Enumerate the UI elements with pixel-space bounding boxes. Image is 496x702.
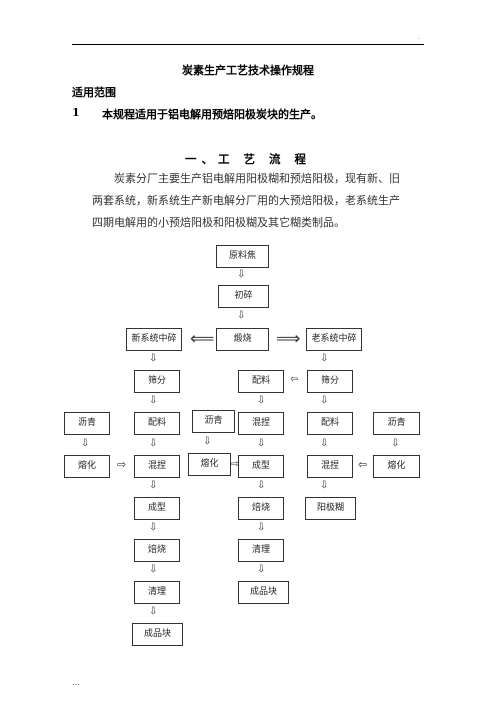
box-mid-bake: 焙烧 <box>238 497 284 520</box>
clause-text: 本规程适用于铝电解用预焙阳极炭块的生产。 <box>102 108 322 121</box>
header-rule <box>72 44 424 45</box>
arrow-down-icon: ⇩ <box>391 438 400 449</box>
box-old-system-crush: 老系统中碎 <box>306 328 362 351</box>
box-mid-pitch: 沥青 <box>192 410 235 433</box>
box-new-system-crush: 新系统中碎 <box>126 328 182 351</box>
box-new-product: 成品块 <box>132 623 183 646</box>
box-raw-coke: 原料焦 <box>216 245 269 268</box>
box-new-pitch: 沥青 <box>64 412 110 435</box>
box-new-sieve: 筛分 <box>134 370 180 393</box>
document-title: 炭素生产工艺技术操作规程 <box>182 64 314 77</box>
box-primary-crush: 初碎 <box>218 285 269 308</box>
arrow-down-icon: ⇩ <box>149 606 158 617</box>
arrow-right-icon: ⇨ <box>231 459 240 470</box>
paragraph-line: 四期电解用的小预焙阳极和阳极糊及其它糊类制品。 <box>92 216 345 229</box>
arrow-down-icon: ⇩ <box>320 395 329 406</box>
box-mid-product: 成品块 <box>238 581 289 604</box>
box-old-sieve: 筛分 <box>307 370 353 393</box>
intro-paragraph: 炭素分厂主要生产铝电解用阳极糊和预焙阳极，现有新、旧 两套系统，新系统生产新电解… <box>92 168 400 234</box>
arrow-left-long-icon: ⟸ <box>190 329 215 349</box>
arrow-down-icon: ⇩ <box>320 353 329 364</box>
scope-heading: 适用范围 <box>72 86 116 99</box>
arrow-right-long-icon: ⟹ <box>276 329 301 349</box>
arrow-down-icon: ⇩ <box>149 480 158 491</box>
arrow-down-icon: ⇩ <box>257 395 266 406</box>
box-old-pitch: 沥青 <box>373 412 420 435</box>
box-new-form: 成型 <box>134 497 180 520</box>
footer-dots: ... <box>72 678 80 687</box>
box-mid-batch: 配料 <box>238 370 284 393</box>
arrow-down-icon: ⇩ <box>149 438 158 449</box>
box-mid-melt: 熔化 <box>188 453 231 476</box>
box-calcination: 煅烧 <box>216 328 269 351</box>
arrow-down-icon: ⇩ <box>320 480 329 491</box>
arrow-right-icon: ⇨ <box>117 458 127 471</box>
arrow-left-icon: ⇦ <box>358 458 368 471</box>
clause-number: 1 <box>72 106 80 119</box>
box-mid-knead: 混捏 <box>238 412 284 435</box>
box-new-batch: 配料 <box>134 412 180 435</box>
box-old-anode-paste: 阳极糊 <box>305 497 356 520</box>
box-new-clean: 清理 <box>134 581 180 604</box>
arrow-down-icon: ⇩ <box>237 269 246 280</box>
arrow-down-icon: ⇩ <box>237 310 246 321</box>
arrow-down-icon: ⇩ <box>257 564 266 575</box>
arrow-down-icon: ⇩ <box>203 436 212 447</box>
box-new-knead: 混捏 <box>134 455 180 478</box>
box-mid-clean: 清理 <box>238 539 284 562</box>
box-old-knead: 混捏 <box>307 455 353 478</box>
arrow-down-icon: ⇩ <box>257 480 266 491</box>
box-old-batch: 配料 <box>307 412 353 435</box>
box-mid-form: 成型 <box>238 455 284 478</box>
box-old-melt: 熔化 <box>373 455 420 478</box>
arrow-down-icon: ⇩ <box>81 438 90 449</box>
box-new-melt: 熔化 <box>64 455 110 478</box>
arrow-down-icon: ⇩ <box>320 438 329 449</box>
arrow-left-icon: ⇦ <box>290 374 299 385</box>
arrow-down-icon: ⇩ <box>257 438 266 449</box>
arrow-down-icon: ⇩ <box>149 522 158 533</box>
paragraph-line: 两套系统，新系统生产新电解分厂用的大预焙阳极，老系统生产 <box>92 194 400 207</box>
arrow-down-icon: ⇩ <box>149 395 158 406</box>
arrow-down-icon: ⇩ <box>149 564 158 575</box>
section-heading: 一、工 艺 流 程 <box>184 152 311 166</box>
box-new-bake: 焙烧 <box>134 539 180 562</box>
arrow-down-icon: ⇩ <box>257 522 266 533</box>
header-dot: . <box>418 34 420 41</box>
arrow-down-icon: ⇩ <box>149 353 158 364</box>
paragraph-line: 炭素分厂主要生产铝电解用阳极糊和预焙阳极，现有新、旧 <box>114 172 400 185</box>
